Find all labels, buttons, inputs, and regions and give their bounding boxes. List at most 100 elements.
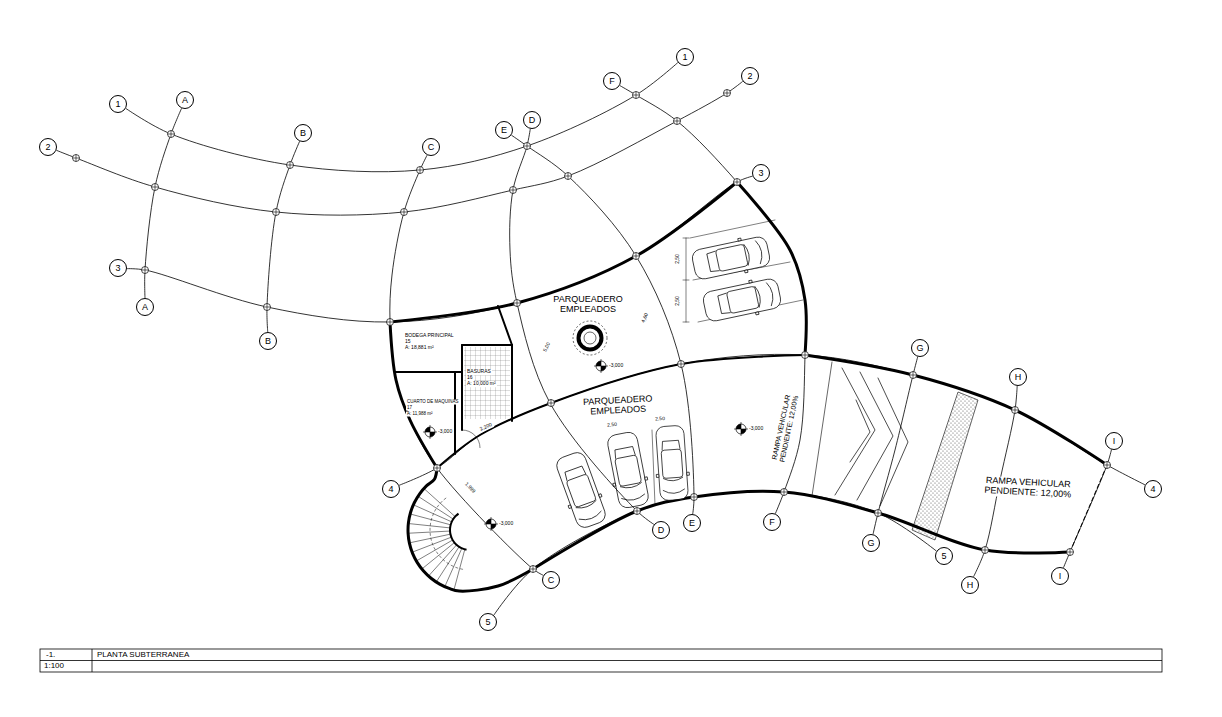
room-name: PARQUEADERO EMPLEADOS [581,394,656,418]
room-number: 16 [466,375,474,381]
column-circle [401,209,408,216]
grid-bubble: E [495,121,513,139]
exterior-wall [805,355,1107,465]
dimension: 4,60 [640,312,649,325]
car-hood [579,511,603,523]
column-marker [634,508,641,515]
car-mirror [656,474,659,477]
column-marker [875,510,882,517]
room-area: A: 10,000 m² [466,381,497,387]
column-cross [142,267,149,274]
cars [552,233,783,531]
grid-label: B [300,129,306,138]
column-cross [73,155,80,162]
column-marker [633,92,640,99]
interior-wall [395,371,462,373]
column-marker [401,209,408,216]
room-name: BASURAS [466,369,492,375]
column-cross [287,162,294,169]
column-cross [514,300,521,307]
grid-label: H [1015,373,1022,382]
column-marker [910,372,917,379]
dimension-tick [683,280,689,281]
grid-label: E [689,519,695,528]
car-windshield [576,500,598,510]
stair-tread [425,489,455,516]
column-marker [1067,549,1074,556]
column-marker [802,352,809,359]
level-mark: -3,000 [498,521,514,527]
dimension: 1,999 [463,481,477,495]
grid-label: 2 [45,143,50,152]
column-marker [691,494,698,501]
car-windshield [663,477,683,481]
room-number: 17 [406,406,413,411]
column-circle [674,118,681,125]
dimension-tick [683,322,689,323]
column-circle [1104,462,1111,469]
column-marker [73,155,80,162]
dimension-tick [683,238,689,239]
grid-label: D [529,116,536,125]
stair-wall [408,468,533,591]
column-marker [678,361,685,368]
spiral-stair [409,489,466,589]
grid-line [145,108,182,298]
grid-bubble: 4 [382,480,400,498]
car-body [554,450,608,530]
grid-bubble: F [763,513,781,531]
room-name: CUARTO DE MAQUINAS [406,400,460,405]
column-cross [674,118,681,125]
column-marker [152,184,159,191]
stair-tread [419,497,453,519]
ramp-chevron [835,368,875,495]
stair-tread [417,540,453,561]
column-marker [674,118,681,125]
car-roof [615,455,642,487]
column-circle [142,267,149,274]
column-cross [910,372,917,379]
column-cross [434,465,441,472]
exterior-wall [390,182,737,322]
column-cross [152,184,159,191]
grid-line [1063,450,1111,568]
turntable-core [584,332,596,344]
column-circle [417,167,424,174]
column-marker [734,179,741,186]
column-circle [802,352,809,359]
grid-line [494,491,937,615]
column-marker [1104,462,1111,469]
grid-line [620,86,807,514]
grid-label: 4 [1150,485,1155,494]
column-cross [734,179,741,186]
drawing-title: PLANTA SUBTERRANEA [97,650,189,659]
grid-line [873,357,918,535]
column-cross [524,143,531,150]
grid-bubble: A [136,298,154,316]
room-name: BODEGA PRINCIPAL [404,333,455,339]
column-cross [387,319,394,326]
column-marker [781,489,788,496]
column-cross [633,253,640,260]
column-cross [982,547,989,554]
column-circle [287,162,294,169]
car-mirror [568,505,571,509]
grid-bubble: D [652,521,670,539]
column-circle [152,184,159,191]
column-cross [633,92,640,99]
column-marker [565,173,572,180]
stair-tread [411,514,451,525]
car-hood [755,240,764,264]
title-frame [40,649,1162,672]
column-cross [724,90,731,97]
dimension: 2,50 [675,253,681,265]
stair-tread [445,548,462,585]
column-marker [514,300,521,307]
grid-label: 1 [682,53,687,62]
column-marker [548,400,555,407]
grid-label: I [1059,572,1062,581]
car-rear-window [661,440,680,450]
column-circle [633,92,640,99]
dimension: 2,50 [606,422,618,429]
column-circle [678,361,685,368]
